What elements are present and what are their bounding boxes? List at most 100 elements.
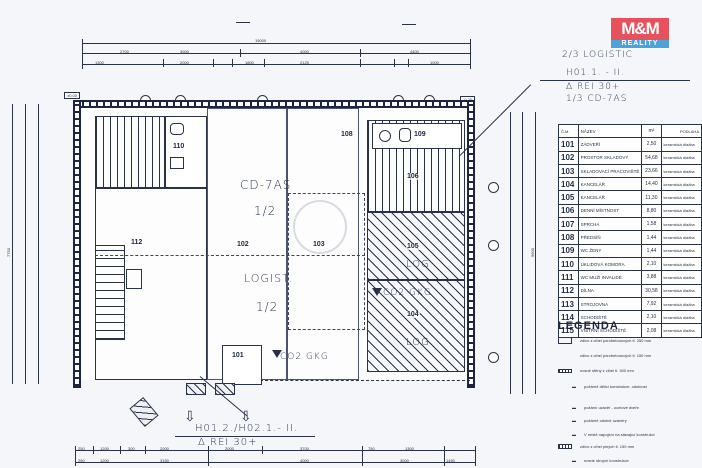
dim-top-total: 15000 bbox=[255, 38, 267, 43]
extinguisher-icon-2 bbox=[372, 288, 382, 296]
sanitary-block: 110 bbox=[165, 116, 207, 188]
dim-bottom-h: 1300 bbox=[405, 446, 414, 451]
legend-item: ▬požárně dělicí konstrukce, odolnost bbox=[572, 384, 647, 389]
rotated-door-box bbox=[129, 397, 159, 427]
annotation-half-2: 1/2 bbox=[256, 300, 279, 314]
legend-title: LEGENDA bbox=[558, 320, 619, 332]
header-num: Č.M. bbox=[558, 123, 579, 139]
toilet-icon bbox=[170, 123, 184, 135]
annotation-cd: CD-7AS bbox=[240, 178, 292, 192]
dim-bottom2-e: 3000 bbox=[400, 458, 409, 463]
annotation-divider bbox=[540, 80, 690, 81]
legend-swatch-striped bbox=[558, 368, 572, 373]
grid-axis-circle bbox=[488, 352, 499, 363]
dim-top-i: 1000 bbox=[430, 60, 439, 65]
door-box bbox=[215, 383, 235, 395]
room-label-106: 106 bbox=[406, 173, 420, 180]
dim-bottom2-b: 1200 bbox=[100, 458, 109, 463]
annotation-underline bbox=[175, 436, 315, 437]
header-area: m² bbox=[641, 123, 662, 139]
wall-west bbox=[73, 100, 81, 388]
dim-bottom2-a: 250 bbox=[78, 458, 85, 463]
dim-top-c: 4000 bbox=[300, 49, 309, 54]
wall-south-axis bbox=[260, 380, 470, 381]
legend-item: zdivo z cihel pórobetonových tl. 250 mm bbox=[558, 337, 651, 344]
legend-swatch-plain bbox=[558, 337, 572, 344]
dim-top-d: 4400 bbox=[410, 49, 419, 54]
legend-item: nosné stěny z cihel tl. 300 mm bbox=[558, 368, 634, 373]
annotation-co2-right: CO2 GKG bbox=[383, 288, 432, 298]
dim-right-total: 9600 bbox=[529, 248, 535, 257]
room-102: 102 bbox=[207, 108, 287, 380]
log-label-1: LOG bbox=[406, 259, 430, 270]
room-106: 109 106 bbox=[367, 120, 465, 212]
dim-bottom2-f: 1450 bbox=[446, 458, 455, 463]
grid-axis-circle bbox=[488, 182, 499, 193]
watermark-logo-icon bbox=[293, 200, 347, 254]
dim-top-e: 1300 bbox=[95, 60, 104, 65]
annotation-h01: H01.1. - II. bbox=[566, 68, 625, 78]
section-mark-icon-2 bbox=[402, 24, 416, 35]
room-label-108: 108 bbox=[340, 131, 354, 138]
dim-bottom-e: 2000 bbox=[225, 446, 234, 451]
dim-bottom2-c: 3150 bbox=[160, 458, 169, 463]
annotation-bottom-2: Δ REI 30+ bbox=[198, 437, 258, 448]
annotation-logist: LOGIST. bbox=[244, 272, 294, 285]
mm-reality-logo: M&M REALITY bbox=[611, 18, 669, 52]
room-label-109: 109 bbox=[413, 131, 427, 138]
dim-bottom-g: 750 bbox=[368, 446, 375, 451]
annotation-half-1: 1/2 bbox=[254, 204, 277, 218]
room-105: 105 LOG bbox=[367, 212, 465, 280]
dim-bottom-c: 300 bbox=[128, 446, 135, 451]
legend-item: ▬požárně odolné uzávěry bbox=[572, 418, 627, 423]
legend-item: zdivo z cihel pórobetonových tl. 150 mm bbox=[580, 353, 652, 358]
legend-item: ▬požární uzávěr - ocelové dveře bbox=[572, 405, 639, 410]
dim-top-g: 1800 bbox=[245, 60, 254, 65]
sanitary-fixtures: 109 bbox=[372, 123, 462, 149]
room-label-112: 112 bbox=[130, 239, 144, 246]
room-label-104: 104 bbox=[406, 311, 420, 318]
door-box bbox=[186, 383, 206, 395]
arrow-down-icon-2: ⇩ bbox=[240, 408, 252, 424]
annotation-bottom-1: H01.2./H02.1.- II. bbox=[195, 423, 299, 434]
room-101: 101 bbox=[222, 345, 262, 385]
dim-left-total: 7750 bbox=[5, 248, 11, 257]
logo-sub: REALITY bbox=[611, 40, 669, 48]
wall-north bbox=[73, 100, 473, 108]
room-104: 104 LOG bbox=[367, 280, 465, 372]
dashed-line bbox=[95, 255, 365, 256]
section-mark-icon bbox=[236, 22, 250, 35]
toilet-icon bbox=[379, 130, 391, 142]
dim-top-h: 2125 bbox=[300, 60, 309, 65]
room-112-upper bbox=[95, 116, 165, 188]
room-label-102: 102 bbox=[236, 241, 250, 248]
legend-item: ▬V místě napojení na stávající konstrukc… bbox=[572, 432, 655, 437]
arrow-down-icon: ⇩ bbox=[184, 408, 196, 424]
legend-item: ▬nosné stropní konstrukce bbox=[572, 458, 629, 463]
level-top: ±0,00 bbox=[64, 92, 80, 99]
legend-swatch-brick bbox=[558, 444, 572, 449]
dim-top-a: 2700 bbox=[120, 49, 129, 54]
dashed-zone bbox=[288, 193, 365, 330]
dim-top-b: 3900 bbox=[180, 49, 189, 54]
annotation-rei: Δ REI 30+ bbox=[566, 82, 621, 92]
dim-bottom-a: 250 bbox=[78, 446, 85, 451]
staircase-icon bbox=[95, 245, 125, 340]
extinguisher-icon bbox=[272, 350, 282, 358]
annotation-cd-top: 1/3 CD-7AS bbox=[566, 94, 628, 104]
dim-bottom-f: 3700 bbox=[300, 446, 309, 451]
